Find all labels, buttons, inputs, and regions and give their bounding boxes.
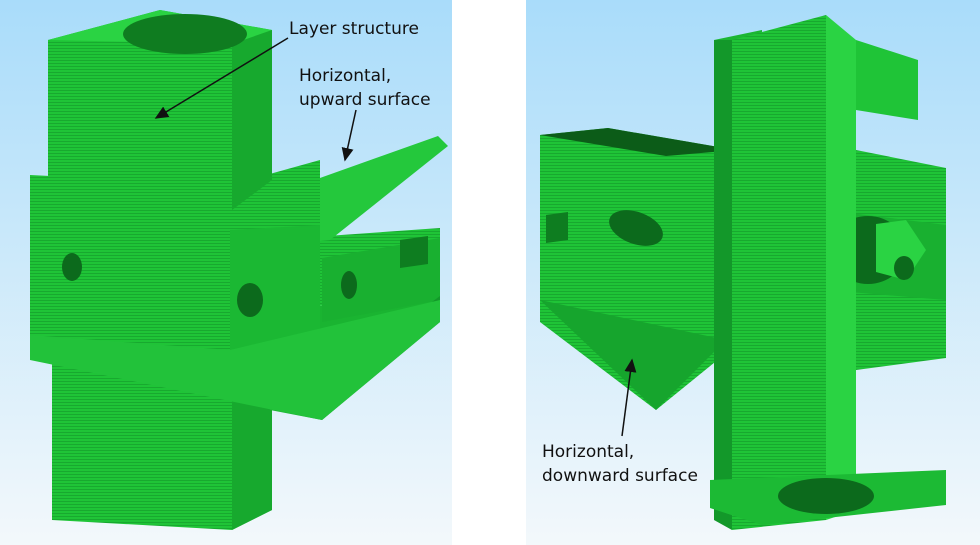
hole-front — [237, 283, 263, 317]
label-upward-line1: Horizontal, — [299, 66, 391, 86]
label-downward-line2: downward surface — [542, 466, 698, 486]
arrow-layer-structure — [154, 37, 289, 119]
hole-left — [62, 253, 82, 281]
right-view-panel: Horizontal, downward surface — [526, 0, 980, 545]
hole-side — [341, 271, 357, 299]
right-part-render: Horizontal, downward surface — [526, 0, 980, 545]
bore-bottom — [778, 478, 874, 514]
bore-opening — [123, 14, 247, 54]
arrow-upward-surface — [341, 109, 357, 162]
notch — [400, 236, 428, 268]
downward-surface — [540, 300, 726, 410]
label-layer-structure: Layer structure — [289, 19, 419, 39]
arrow-downward-surface — [621, 358, 637, 437]
label-downward-line1: Horizontal, — [542, 442, 634, 462]
label-upward-line2: upward surface — [299, 90, 431, 110]
lower-flange — [30, 300, 440, 420]
cylinder-shell — [732, 15, 826, 530]
left-part-render: Layer structure Horizontal, upward surfa… — [0, 0, 452, 545]
hole-side — [609, 210, 663, 246]
left-view-panel: Layer structure Horizontal, upward surfa… — [0, 0, 452, 545]
hole-right — [894, 256, 914, 280]
